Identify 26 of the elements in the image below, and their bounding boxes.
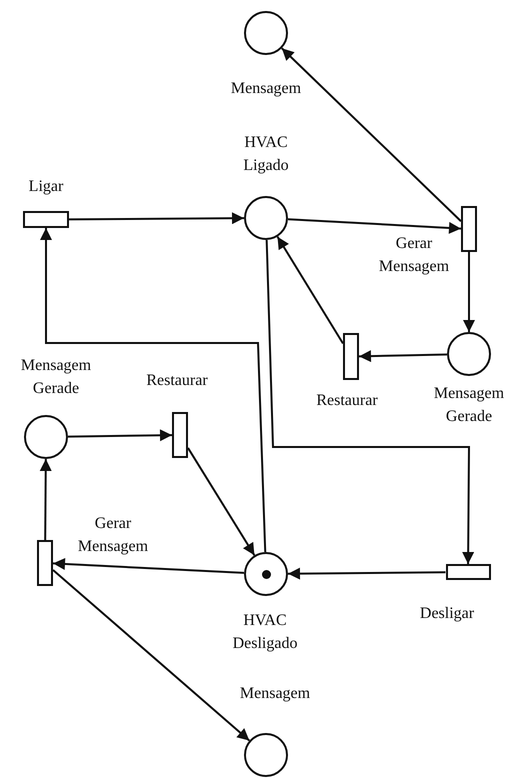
arc-arrow xyxy=(288,568,446,580)
transition-label: Desligar xyxy=(418,604,476,624)
arc-arrow xyxy=(187,447,256,556)
arc-arrow xyxy=(40,228,266,552)
arc-arrow xyxy=(281,48,462,222)
arc-arrow xyxy=(52,569,250,742)
arc-arrow xyxy=(276,236,344,344)
arc-arrow xyxy=(40,459,52,540)
transition-label: Ligar xyxy=(28,177,64,197)
place-label: HVAC Desligado xyxy=(232,611,298,654)
arc-arrow xyxy=(68,429,172,442)
transition-label: Gerar Mensagem xyxy=(76,514,150,557)
place-label: Mensagem xyxy=(238,684,312,704)
arc-arrow xyxy=(52,558,244,574)
transition-label: Restaurar xyxy=(315,391,379,411)
arc-arrow xyxy=(358,350,448,362)
arc-arrow xyxy=(69,212,244,224)
transition-label: Gerar Mensagem xyxy=(378,234,450,277)
place-label: HVAC Ligado xyxy=(242,133,290,176)
place-label: Mensagem Gerade xyxy=(20,356,92,399)
arc-arrow xyxy=(288,218,462,234)
place-label: Mensagem Gerade xyxy=(432,384,506,427)
transition-label: Restaurar xyxy=(145,371,209,391)
place-label: Mensagem xyxy=(230,79,302,99)
arc-arrow xyxy=(463,252,475,332)
arc-arrow xyxy=(266,240,474,564)
